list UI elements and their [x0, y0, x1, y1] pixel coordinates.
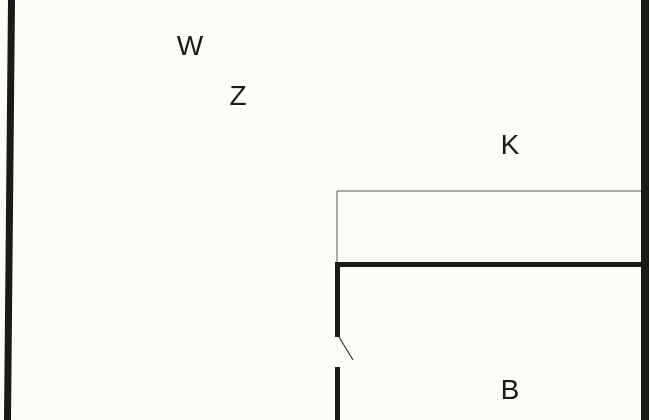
- bathroom-top-wall: [335, 262, 641, 267]
- room-label-b: B: [501, 374, 520, 405]
- bathroom-left-wall-upper: [335, 262, 340, 337]
- room-label-z: Z: [229, 80, 246, 111]
- right-wall: [641, 0, 649, 420]
- door-swing: [338, 336, 354, 361]
- bathroom-left-wall-lower: [335, 367, 340, 420]
- room-label-w: W: [177, 30, 204, 61]
- left-wall: [4, 0, 15, 420]
- room-label-k: K: [501, 129, 520, 160]
